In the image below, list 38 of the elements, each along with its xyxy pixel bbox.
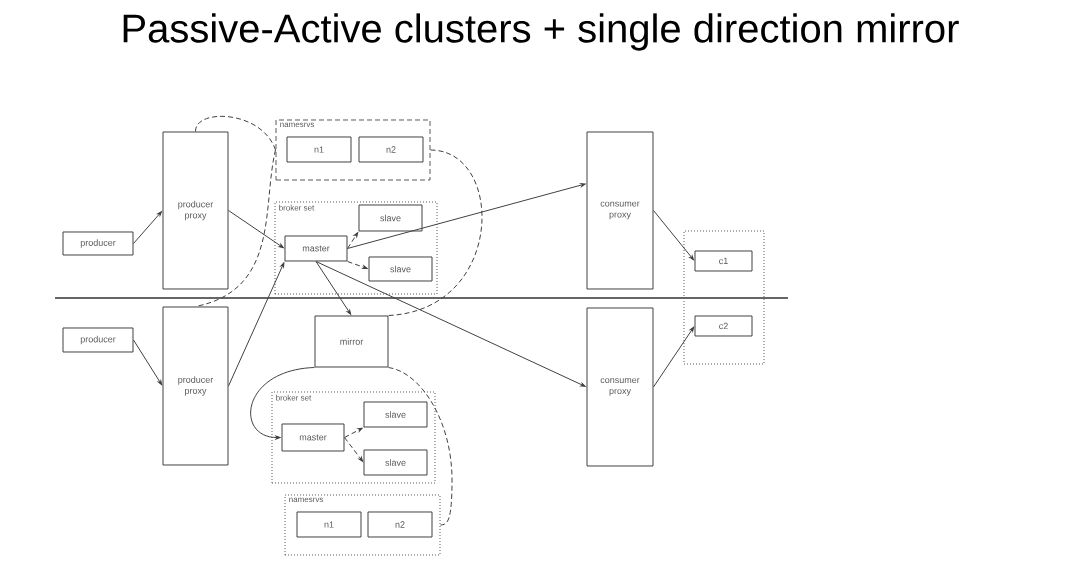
- arrow: [344, 427, 363, 438]
- process-box: master: [281, 423, 345, 452]
- arrow: [347, 232, 359, 249]
- arrow: [228, 262, 285, 387]
- process-box: slave: [368, 256, 433, 282]
- arrow: [315, 261, 352, 315]
- group-box: [683, 230, 765, 365]
- connector-line: [388, 367, 453, 526]
- arrow: [653, 210, 695, 261]
- process-box: producer proxy: [162, 131, 229, 290]
- process-box: master: [284, 235, 348, 262]
- process-box: c2: [694, 315, 753, 337]
- arrow: [347, 183, 586, 249]
- process-box: slave: [363, 449, 428, 476]
- process-box: consumer proxy: [586, 131, 654, 290]
- process-box: producer proxy: [162, 306, 229, 466]
- arrow: [347, 261, 368, 269]
- connector-line: [195, 115, 276, 151]
- arrow: [228, 210, 284, 249]
- connector-line: [388, 149, 483, 316]
- process-box: producer: [62, 231, 134, 256]
- process-box: producer: [62, 327, 134, 353]
- process-box: consumer proxy: [586, 307, 654, 467]
- arrow: [653, 326, 695, 388]
- arrow: [133, 211, 163, 244]
- arrow: [344, 437, 364, 462]
- arrow: [315, 261, 586, 387]
- process-box: n2: [358, 136, 424, 163]
- process-box: n2: [367, 511, 433, 538]
- process-box: mirror: [314, 315, 389, 368]
- arrow: [133, 339, 163, 386]
- arrow: [250, 367, 315, 440]
- title: Passive-Active clusters + single direction mirror: [123, 13, 959, 51]
- process-box: slave: [363, 401, 428, 428]
- process-box: c1: [694, 250, 753, 272]
- process-box: n1: [286, 136, 352, 163]
- process-box: slave: [358, 204, 423, 232]
- process-box: n1: [296, 511, 362, 538]
